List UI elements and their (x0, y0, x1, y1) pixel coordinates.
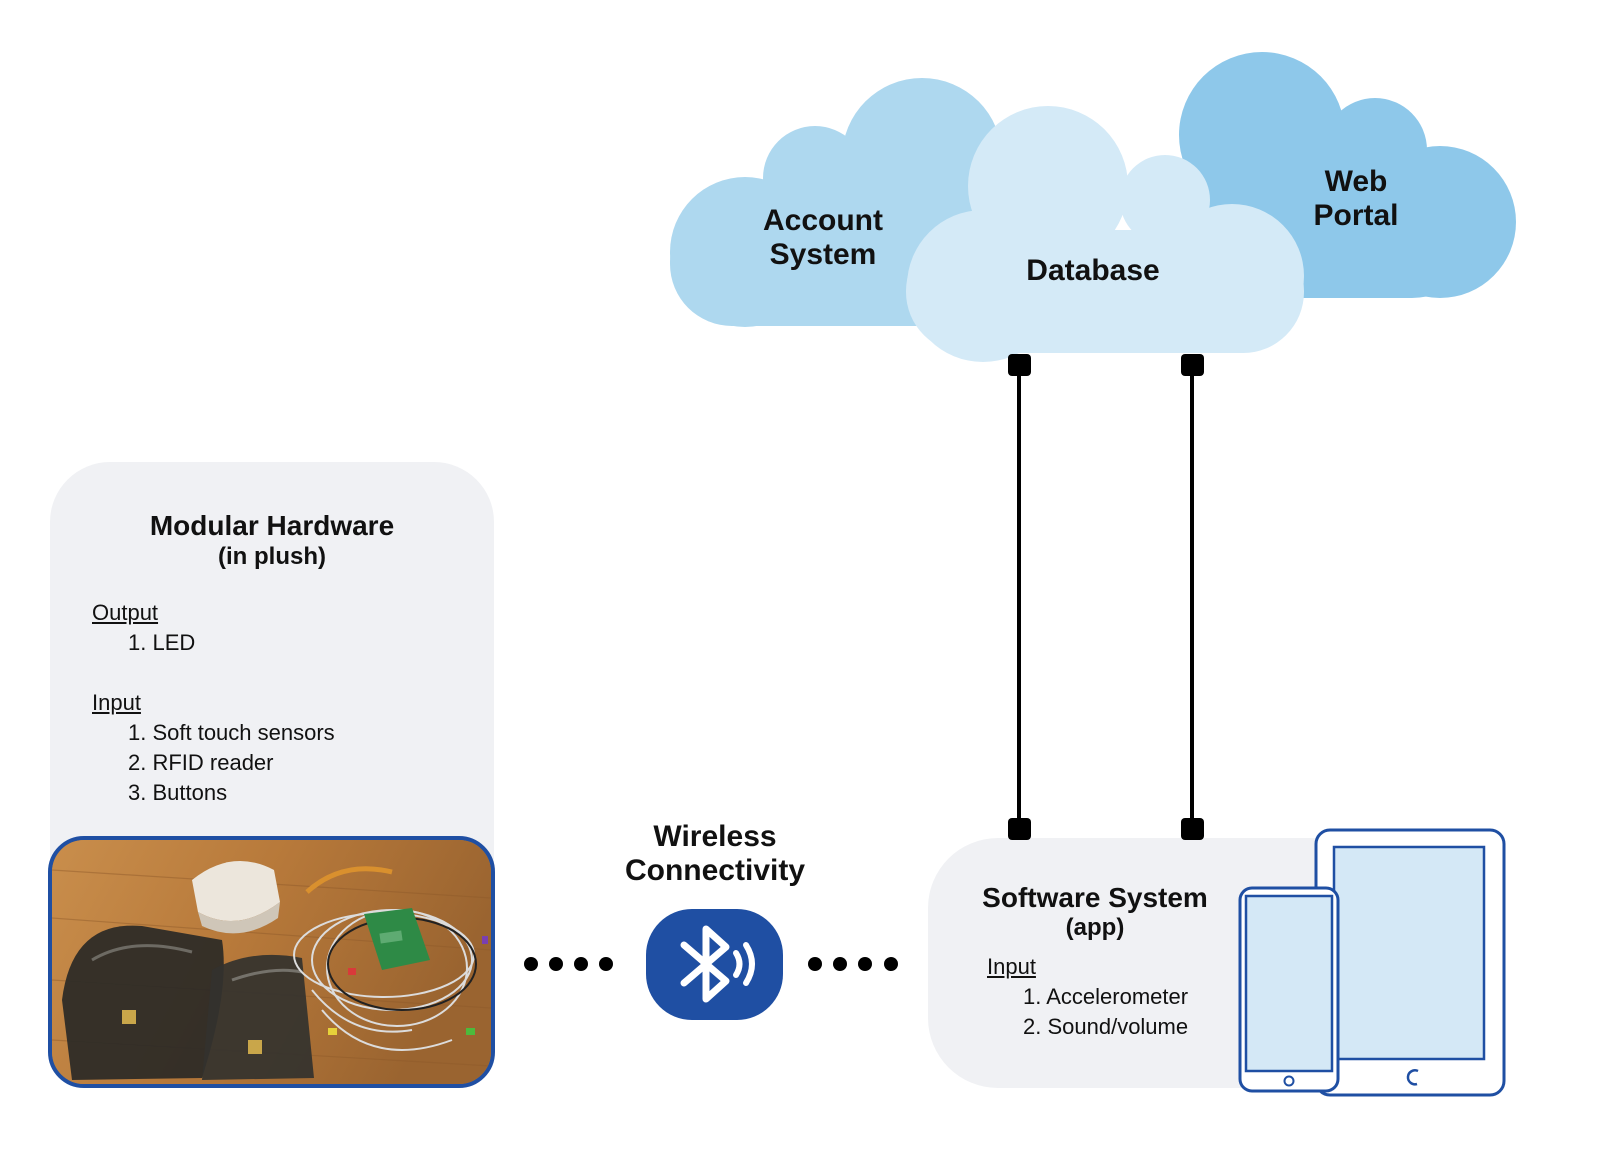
tablet-icon (1314, 828, 1506, 1097)
sensor-bag-right (202, 954, 314, 1080)
dot (808, 957, 822, 971)
software-title: Software System (982, 882, 1208, 913)
led-module-box (192, 861, 280, 934)
dot (549, 957, 563, 971)
database-cloud (906, 106, 1304, 362)
dot (599, 957, 613, 971)
hardware-output-heading: Output (92, 600, 159, 625)
software-input-item: 1. Accelerometer (1023, 984, 1189, 1009)
bluetooth-icon (680, 925, 755, 1003)
dot (884, 957, 898, 971)
software-input-item: 2. Sound/volume (1023, 1014, 1189, 1039)
hardware-input-item: 2. RFID reader (128, 750, 274, 775)
database-label: Database (1026, 254, 1160, 287)
bluetooth-badge (646, 909, 783, 1020)
hardware-subtitle: (in plush) (218, 543, 326, 570)
hardware-output-item: 1. LED (128, 630, 196, 655)
software-input-heading: Input (987, 954, 1036, 979)
software-subtitle: (app) (1065, 914, 1125, 941)
wireless-connectivity-label: Wireless Connectivity (624, 820, 806, 887)
dot (858, 957, 872, 971)
devices-illustration (1238, 828, 1506, 1097)
dot (574, 957, 588, 971)
hardware-title: Modular Hardware (149, 510, 395, 541)
hardware-photo-illustration (52, 840, 491, 1084)
hardware-photo (48, 836, 495, 1088)
dot (833, 957, 847, 971)
hardware-input-item: 1. Soft touch sensors (128, 720, 335, 745)
phone-icon (1238, 886, 1340, 1093)
dot (524, 957, 538, 971)
web-portal-label: Web Portal (1313, 165, 1399, 232)
account-system-label: Account System (763, 204, 883, 271)
sensor-bag-left (62, 925, 224, 1080)
rfid-board (364, 908, 430, 970)
hardware-input-heading: Input (92, 690, 141, 715)
hardware-input-item: 3. Buttons (128, 780, 228, 805)
